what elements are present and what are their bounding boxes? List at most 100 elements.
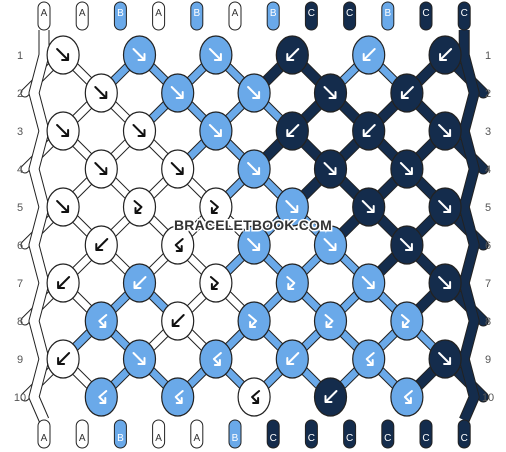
knot-shape [237,377,271,417]
knot-arrow-icon [56,48,70,61]
knot-r4-4 [313,149,348,189]
top-string-label-5: B [193,8,200,19]
knot-r6-2 [161,225,195,265]
knot-r4-3 [237,149,271,189]
knot-r2-2 [161,73,195,113]
knot-arrow-icon [286,124,300,137]
row-number-right: 2 [485,88,491,100]
row-number-right: 4 [485,164,491,176]
knot-arrow-icon [95,238,109,251]
knot-r8-4 [313,301,348,341]
bottom-string-label-3: B [117,433,124,444]
row-number-left: 2 [17,88,23,100]
knot-arrow-icon [57,352,71,365]
top-string-label-8: C [308,8,315,19]
row-number-left: 6 [17,240,23,252]
top-string-label-1: A [41,8,48,19]
top-string-1 [37,1,51,31]
knot-r6-1 [84,225,118,265]
top-string-label-2: A [79,8,86,19]
top-string-label-12: C [461,8,468,19]
knot-arrow-icon [323,86,337,99]
bottom-string-label-2: A [79,433,86,444]
knot-arrow-icon [98,314,108,328]
knot-r2-4 [313,73,348,113]
top-string-label-10: B [384,8,391,19]
row-number-right: 5 [485,202,491,214]
top-string-5 [190,1,204,31]
knot-arrow-icon [133,200,143,214]
top-string-12 [457,1,471,31]
bottom-string-9 [343,419,357,449]
bottom-string-label-7: C [270,433,277,444]
knot-r2-5 [390,73,424,113]
row-number-right: 1 [485,50,491,62]
bottom-string-label-11: C [422,433,429,444]
row-number-left: 7 [17,278,23,290]
bottom-string-6 [228,419,242,449]
knot-arrow-icon [365,352,375,366]
bottom-string-label-9: C [346,433,353,444]
knot-r6-4 [313,225,348,265]
knot-arrow-icon [208,124,222,137]
knot-r1-1 [46,35,80,75]
knot-r7-6 [428,263,462,303]
top-string-label-7: B [270,8,277,19]
knot-r1-5 [352,35,386,75]
knot-r7-3 [199,263,233,303]
knot-shape [199,339,233,379]
row-number-right: 8 [485,316,491,328]
knot-arrow-icon [323,238,337,251]
knot-r9-5 [352,339,386,379]
bottom-string-8 [304,419,318,449]
knot-arrow-icon [209,276,219,290]
knot-shape [313,301,348,341]
bottom-string-1 [37,419,51,449]
bottom-string-label-4: A [155,433,162,444]
bottom-string-11 [419,419,433,449]
knot-arrow-icon [171,314,185,327]
knot-shape [199,263,233,303]
knot-r8-3 [237,301,271,341]
knot-r2-1 [84,73,118,113]
knot-r9-6 [428,339,462,379]
knot-shape [199,187,233,227]
bottom-string-7 [266,419,280,449]
knot-r1-4 [275,35,309,75]
knot-shape [84,301,118,341]
top-string-label-4: A [155,8,162,19]
knot-arrow-icon [174,238,184,252]
knot-r7-5 [352,263,386,303]
top-string-11 [419,1,433,31]
knot-r5-2 [122,187,157,227]
knot-arrow-icon [248,314,258,328]
knot-r10-1 [84,377,118,417]
knot-arrow-icon [324,314,334,328]
knot-r1-3 [199,35,233,75]
knot-r8-1 [84,301,118,341]
bottom-string-label-8: C [308,433,315,444]
knot-r3-6 [428,111,462,151]
knot-shape [352,339,386,379]
knot-r7-1 [46,263,80,303]
top-string-8 [304,1,318,31]
knot-shape [122,187,157,227]
bottom-string-10 [381,419,395,449]
knot-shape [275,263,309,303]
knot-r7-4 [275,263,309,303]
knot-arrow-icon [400,314,410,328]
knot-arrow-icon [323,162,337,175]
knot-r4-1 [84,149,118,189]
knot-r7-2 [122,263,157,303]
knot-arrow-icon [251,390,261,404]
knot-r10-5 [390,377,424,417]
bottom-string-12 [457,419,471,449]
row-number-left: 4 [17,164,23,176]
right-edge-thread [459,30,479,422]
knot-arrow-icon [56,200,70,213]
knot-arrow-icon [170,86,184,99]
knot-arrow-icon [362,124,376,137]
knot-arrow-icon [400,86,414,99]
knot-r10-2 [161,377,195,417]
